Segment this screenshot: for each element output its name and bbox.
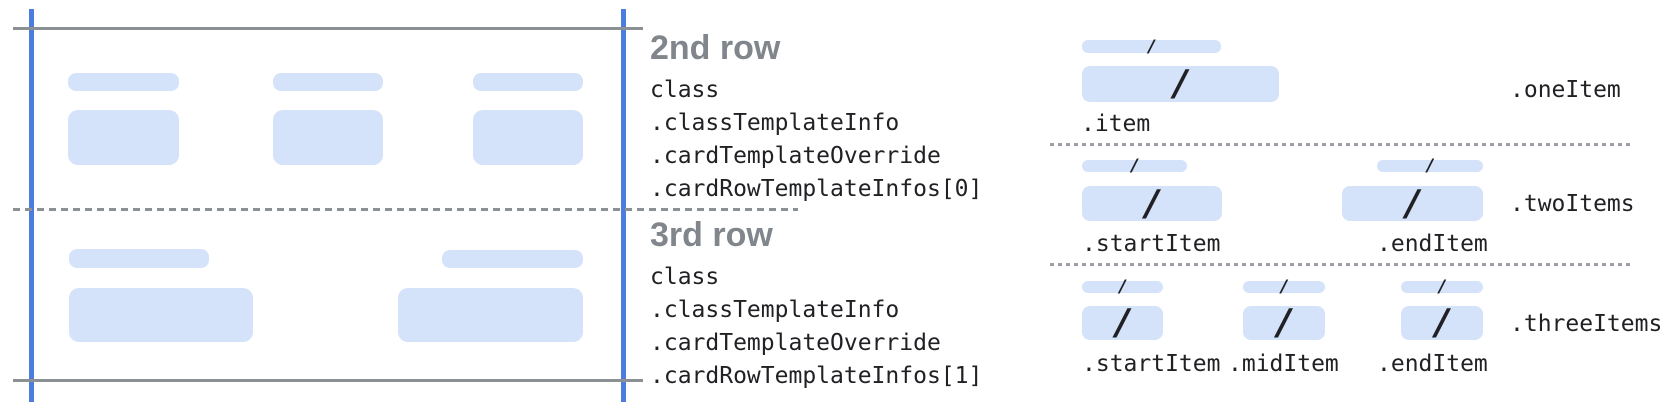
card-top-edge-line	[13, 27, 643, 30]
field-value-bar	[473, 110, 583, 165]
start-item-label: .startItem	[1082, 351, 1221, 377]
class-path-line: .classTemplateInfo	[650, 110, 900, 136]
field-value-bar	[273, 110, 383, 165]
item-label: .item	[1081, 111, 1151, 137]
mid-item-label-bar: /	[1243, 279, 1325, 296]
three-items-template-label: .threeItems	[1510, 311, 1663, 337]
class-path-line: .cardTemplateOverride	[650, 143, 941, 169]
field-value-bar	[398, 288, 583, 342]
annotation-2nd-row: 2nd row class .classTemplateInfo .cardTe…	[650, 28, 1030, 206]
start-item-value-bar: /	[1082, 305, 1163, 341]
field-label-bar	[68, 73, 179, 91]
class-path-line: class	[650, 264, 720, 290]
end-item-label: .endItem	[1377, 231, 1488, 257]
field-label-bar	[273, 73, 383, 91]
card-right-edge-line	[621, 9, 626, 402]
start-item-label-bar: /	[1082, 158, 1187, 175]
annotation-title: 2nd row	[650, 29, 781, 67]
one-item-template-label: .oneItem	[1510, 77, 1621, 103]
two-items-template-label: .twoItems	[1510, 191, 1635, 217]
start-item-label-bar: /	[1082, 279, 1163, 296]
one-item-value-bar: /	[1082, 66, 1279, 102]
field-label-bar	[69, 249, 209, 268]
class-path-line: .classTemplateInfo	[650, 297, 900, 323]
class-path-line: .cardRowTemplateInfos[0]	[650, 176, 983, 202]
section-separator-dashed-line	[1050, 143, 1630, 146]
start-item-label: .startItem	[1082, 231, 1221, 257]
annotation-3rd-row: 3rd row class .classTemplateInfo .cardTe…	[650, 215, 1030, 393]
field-label-bar	[473, 73, 583, 91]
mid-item-value-bar: /	[1243, 305, 1325, 341]
end-item-label: .endItem	[1377, 351, 1488, 377]
mid-item-label: .midItem	[1228, 351, 1339, 377]
end-item-value-bar: /	[1342, 185, 1483, 221]
end-item-label-bar: /	[1377, 158, 1483, 175]
field-label-bar	[442, 250, 583, 268]
section-separator-dashed-line	[1050, 263, 1630, 266]
class-path-line: class	[650, 77, 720, 103]
card-bottom-edge-line	[13, 379, 643, 382]
card-row-divider-dashed-line	[13, 208, 798, 211]
end-item-label-bar: /	[1401, 279, 1483, 296]
field-value-bar	[69, 288, 253, 342]
end-item-value-bar: /	[1401, 305, 1483, 341]
start-item-value-bar: /	[1082, 185, 1222, 221]
field-value-bar	[68, 110, 179, 165]
class-path-line: .cardTemplateOverride	[650, 330, 941, 356]
class-path-line: .cardRowTemplateInfos[1]	[650, 363, 983, 389]
annotation-title: 3rd row	[650, 216, 773, 254]
card-left-edge-line	[29, 9, 34, 402]
one-item-label-bar: /	[1082, 38, 1221, 55]
